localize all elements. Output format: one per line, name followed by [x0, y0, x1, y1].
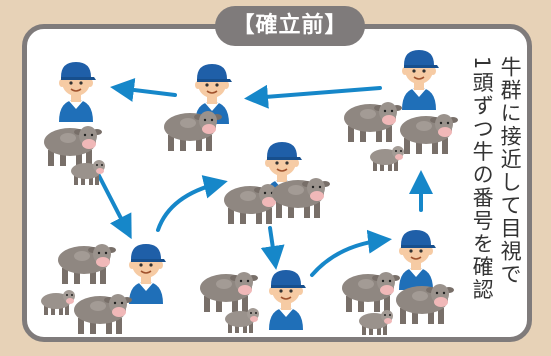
- farmer-icon: [58, 61, 97, 123]
- cattle-group-5: [41, 243, 167, 334]
- cow-icon: [74, 294, 132, 334]
- calf-icon: [370, 146, 404, 171]
- cattle-group-1: [44, 61, 105, 185]
- arrow-icon: [156, 175, 228, 232]
- arrow-icon: [260, 226, 285, 270]
- farmer-icon: [401, 49, 440, 111]
- arrow-icon: [310, 229, 392, 277]
- calf-icon: [225, 308, 259, 333]
- calf-icon: [41, 290, 75, 315]
- farmer-icon: [398, 229, 437, 291]
- cattle-group-3: [344, 49, 458, 171]
- arrow-icon: [244, 84, 382, 109]
- cow-icon: [164, 111, 222, 151]
- section-title: 【確立前】: [215, 6, 365, 46]
- farmer-icon: [128, 243, 167, 305]
- movement-arrows: [93, 78, 433, 277]
- cow-icon: [44, 126, 102, 166]
- cow-icon: [342, 272, 400, 312]
- cow-icon: [272, 178, 330, 218]
- caption-line-1: 牛群に接近して目視で: [498, 56, 523, 286]
- cattle-group-2: [164, 63, 233, 151]
- calf-icon: [359, 310, 393, 335]
- farmer-icon: [268, 269, 307, 331]
- arrow-icon: [93, 166, 132, 240]
- arrow-icon: [110, 78, 177, 102]
- cow-icon: [396, 284, 454, 324]
- cow-icon: [344, 102, 402, 142]
- cow-icon: [200, 272, 258, 312]
- caption-line-2: 1頭ずつ牛の番号を確認: [470, 56, 495, 302]
- cattle-group-6: [200, 269, 307, 333]
- cattle-group-4: [224, 141, 330, 224]
- cow-icon: [58, 244, 116, 284]
- cow-icon: [400, 114, 458, 154]
